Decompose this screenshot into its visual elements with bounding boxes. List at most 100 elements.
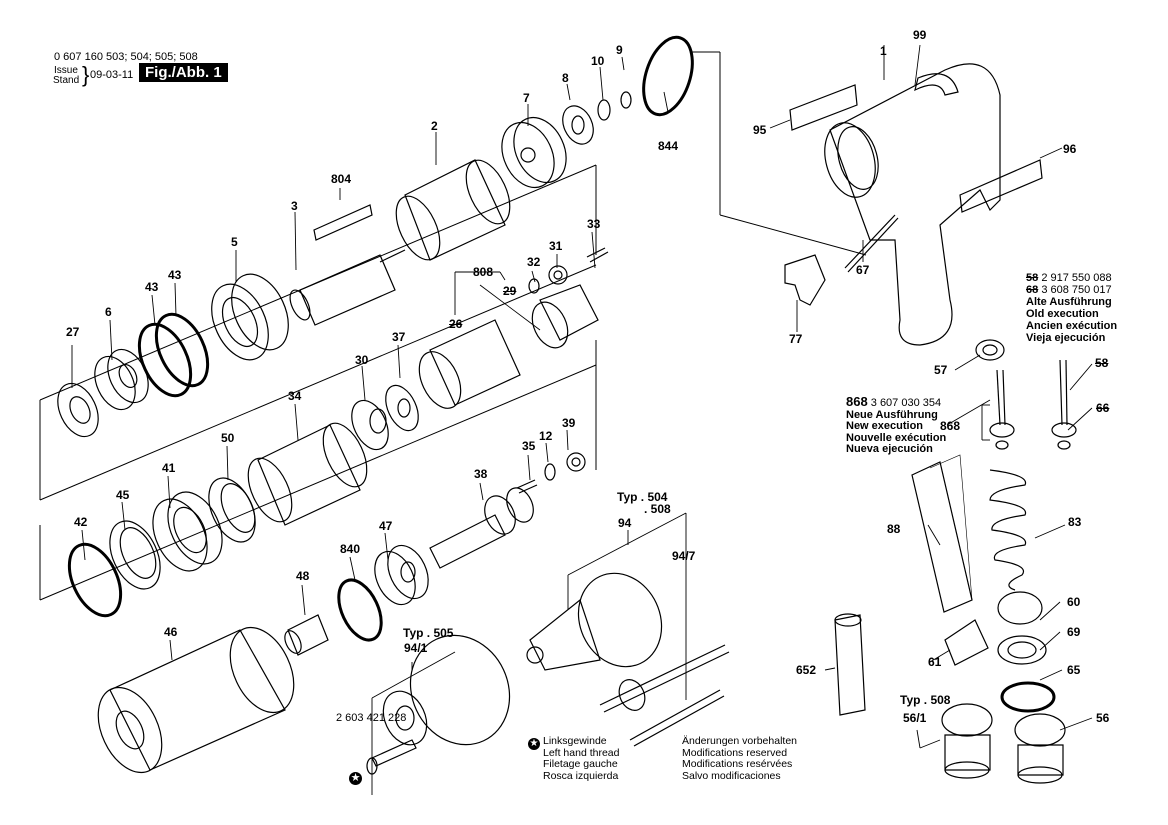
lht-en: Left hand thread [543, 746, 620, 759]
part-label-840: 840 [340, 542, 361, 556]
part-label-31: 31 [549, 239, 563, 253]
part-label-95: 95 [753, 123, 767, 137]
part-label-29: 29 [503, 284, 517, 298]
bracket-868 [981, 404, 990, 441]
part-label-56: 56 [1096, 711, 1110, 725]
part-label-94: 94 [618, 516, 632, 530]
part-label-88: 88 [887, 522, 901, 536]
new-execution-fr: Nouvelle exécution [846, 431, 947, 444]
ring-50 [208, 477, 256, 543]
star-circle-icon: ★ [349, 772, 362, 785]
part-label-94-7: 94/7 [672, 549, 696, 563]
old-execution-de: Alte Ausführung [1026, 296, 1112, 308]
part-label-2: 2 [431, 119, 438, 133]
part-label-35: 35 [522, 439, 536, 453]
model-numbers: 0 607 160 503; 504; 505; 508 [54, 51, 198, 63]
part-label-67: 67 [856, 263, 870, 277]
part-label-96: 96 [1063, 142, 1077, 156]
part-label-12: 12 [539, 429, 553, 443]
part-label-804: 804 [331, 172, 352, 186]
new-execution-en: New execution [846, 420, 924, 432]
new-part-868: 868 [846, 394, 868, 409]
part-label-66: 66 [1096, 401, 1110, 415]
o-ring-42 [67, 542, 123, 618]
part-label-39: 39 [562, 416, 576, 430]
washer-69 [997, 635, 1047, 665]
part-label-10: 10 [591, 54, 605, 68]
stand-label: Stand [53, 75, 80, 86]
star-circle-icon: ★ [528, 738, 540, 750]
part-label-42: 42 [74, 515, 88, 529]
part-label-33: 33 [587, 217, 601, 231]
end-plate-7 [501, 116, 567, 189]
brace: } [82, 62, 90, 87]
damper-61 [944, 619, 989, 666]
pin-33 [586, 247, 609, 263]
o-ring-65 [1000, 681, 1056, 713]
old-execution-fr: Ancien exécution [1026, 320, 1118, 332]
part-label-652: 652 [796, 663, 817, 677]
carrier-29 [531, 284, 599, 349]
part-label-27: 27 [66, 325, 80, 339]
ring-gear-5 [211, 273, 289, 361]
washer-37 [385, 384, 419, 432]
part-label-3: 3 [291, 199, 298, 213]
part-label-38: 38 [474, 467, 488, 481]
ring-45 [109, 520, 161, 590]
spring-83 [989, 469, 1027, 591]
keyless-chuck-94-1 [382, 634, 511, 746]
part-label-41: 41 [162, 461, 176, 475]
lht-fr: Filetage gauche [543, 758, 618, 770]
cylinder-2 [395, 159, 511, 261]
type-label-505: Typ . 505 [403, 626, 454, 640]
part-label-57: 57 [934, 363, 948, 377]
old-execution-note: 58 2 917 550 088 68 3 608 750 017 Alte A… [1026, 272, 1117, 344]
o-ring-43b [154, 312, 210, 388]
lht-de: Linksgewinde [543, 735, 607, 747]
washer-27 [57, 382, 99, 438]
valve-stem-868 [989, 369, 1015, 450]
part-label-56-1: 56/1 [903, 711, 927, 725]
filter-88 [911, 454, 973, 613]
part-label-30: 30 [355, 353, 369, 367]
part-label-9: 9 [616, 43, 623, 57]
old-execution-en: Old execution [1026, 308, 1099, 320]
part-label-94-1: 94/1 [404, 641, 428, 655]
pin-67 [844, 214, 899, 273]
issue-label: Issue [54, 65, 78, 76]
circlip-9 [620, 91, 632, 109]
washer-10 [597, 99, 611, 121]
part-label-34: 34 [288, 389, 302, 403]
motor-housing-1 [824, 63, 1001, 346]
figure-label: Fig./Abb. 1 [139, 63, 228, 82]
part-label-43a: 43 [145, 280, 159, 294]
fitting-652 [834, 613, 866, 716]
new-execution-de: Neue Ausführung [846, 408, 938, 421]
keyed-chuck-94 [526, 572, 663, 671]
trigger-77 [784, 254, 826, 306]
screw-part-number: 2 603 421 228 [336, 712, 407, 724]
valve-stem-58 [1051, 359, 1077, 450]
old-part-68-number: 3 608 750 017 [1041, 284, 1112, 296]
seal-57 [975, 339, 1005, 361]
type-label-508: Typ . 508 [900, 693, 951, 707]
old-part-58-number: 2 917 550 088 [1041, 272, 1112, 284]
planet-gear-31 [548, 265, 568, 285]
chuck-key-94-7 [599, 644, 730, 747]
part-label-7: 7 [523, 91, 530, 105]
label-99 [914, 73, 959, 96]
old-execution-es: Vieja ejecución [1026, 332, 1106, 344]
gear-39 [566, 452, 586, 472]
part-label-43b: 43 [168, 268, 182, 282]
label-95 [789, 84, 858, 131]
part-label-808: 808 [473, 265, 494, 279]
issue-date: 09-03-11 [90, 69, 134, 81]
new-part-868-number: 3 607 030 354 [870, 397, 942, 409]
mod-fr: Modifications resérvées [682, 758, 793, 770]
part-label-83: 83 [1068, 515, 1082, 529]
part-label-32: 32 [527, 255, 541, 269]
type-label-508-chuck: . 508 [644, 502, 671, 516]
old-part-68: 68 [1026, 284, 1039, 296]
new-execution-note: 868 3 607 030 354 Neue Ausführung New ex… [846, 394, 947, 456]
bearing-8 [562, 105, 594, 145]
